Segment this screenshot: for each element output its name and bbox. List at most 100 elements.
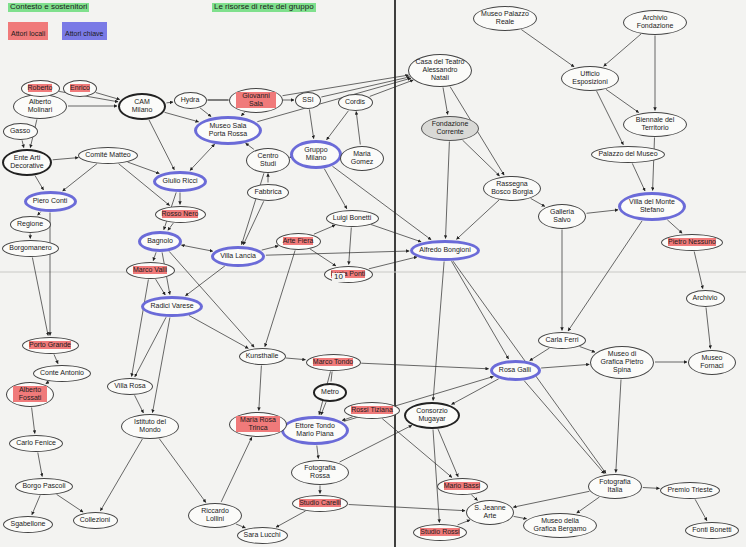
node-label: Premio Trieste [667,486,712,494]
node-label: Museo di Grafica Pietro Spina [597,350,647,373]
node-text-wrap: Borgomanero [9,244,51,252]
connector-arrow [135,317,166,377]
local-actor-node: Mario Bassi [437,478,488,495]
actor-node: Hydra [174,92,207,109]
connector-arrow [632,163,645,191]
actor-node: Museo di Grafica Pietro Spina [590,346,654,379]
actor-node: Fotografia Italia [588,474,642,499]
connector-arrow [309,109,313,138]
node-text-wrap: Alberto Molinari [20,98,60,113]
node-text-wrap: Centro Studi [253,152,283,167]
node-text-wrap: Galleria Salvo [545,208,579,223]
node-text-wrap: Museo Palazzo Reale [480,10,530,25]
connector-arrow [568,221,642,331]
actor-node: Kunsthalle [239,348,286,365]
node-label: Sara Lucchi [244,531,281,539]
node-text-wrap: Fotografia Italia [595,478,635,493]
actor-node: Galleria Salvo [538,204,586,229]
connector-arrow [577,497,600,513]
connector-arrow [438,429,458,477]
node-text-wrap: Rassegna Bosco Borgia [490,180,534,195]
connector-arrow [186,266,225,296]
node-text-wrap: Gruppo Milano [299,146,333,161]
node-label: Marco Tondo [313,358,353,366]
actor-node: Casa del Teatro Alessandro Natali [408,54,472,87]
node-text-wrap: Maria Rosa Trinca [236,416,280,431]
node-label: Carlo Fenice [16,439,56,447]
node-label: Borgomanero [9,244,51,252]
connector-arrow [457,200,500,239]
connector-arrow [149,120,174,170]
connector-arrow [314,225,335,234]
node-label: Museo Fornaci [695,354,729,369]
connector-arrow [606,89,639,112]
connector-arrow [331,372,332,382]
node-label: Archivio [693,294,718,302]
legend-item: Attori locali [8,22,48,40]
node-text-wrap: Bagnolo [147,237,173,245]
node-label: Museo Palazzo Reale [480,10,530,25]
node-text-wrap: Museo Fornaci [695,354,729,369]
legend-text: Attori chiave [65,30,104,37]
actor-node: Gasso [3,123,38,140]
connector-arrow [181,245,212,251]
node-text-wrap: Villa Rosa [114,382,145,390]
node-label: Gasso [10,127,30,135]
connector-arrow [310,249,336,266]
actor-node: Carla Ferri [538,332,586,349]
node-text-wrap: Pietro Nessuno [668,238,716,246]
node-label: Fotografia Italia [595,478,635,493]
connector-arrow [241,112,244,116]
node-text-wrap: Rosso Nero [162,210,199,218]
node-text-wrap: Conte Antonio [40,369,84,377]
key-actor-node: Alfredo Bongioni [410,240,480,261]
node-text-wrap: Palazzo del Museo [598,150,657,158]
connector-arrow [208,100,229,101]
node-label: Alberto Fossati [13,386,47,401]
node-text-wrap: Alberto Fossati [13,386,47,401]
connector-arrow [46,381,50,383]
connector-arrow [276,511,306,527]
node-label: Metro [321,388,339,396]
node-label: Alberto Molinari [20,98,60,113]
node-label: Collezioni [80,516,110,524]
node-label: Maria Rosa Trinca [236,416,280,431]
node-text-wrap: Carlo Fenice [16,439,56,447]
node-label: Museo della Grafica Bergamo [530,517,590,532]
node-label: Studio Rossi [420,528,459,536]
node-text-wrap: Metro [321,388,339,396]
legend-text: Attori locali [11,30,45,37]
connector-arrow [96,93,120,100]
connector-arrow [30,234,31,239]
actor-node: Museo Palazzo Reale [473,6,537,31]
actor-node: Museo della Grafica Bergamo [523,513,597,538]
node-label: Conte Antonio [40,369,84,377]
actor-node: Biennale del Territorio [623,112,687,137]
node-text-wrap: Archivio Fondazione [630,14,680,29]
node-label: Casa del Teatro Alessandro Natali [415,58,465,81]
node-label: Fonti Bonetti [692,526,731,534]
node-text-wrap: Enrico [70,84,90,92]
section-heading: Le risorse di rete del gruppo [212,3,316,12]
node-label: Giovanni Sala [236,92,276,107]
connector-arrow [265,250,295,346]
connector-arrow [371,225,421,242]
connector-arrow [514,516,527,518]
connector-arrow [340,425,412,462]
connector-arrow [667,220,682,233]
local-actor-node: Rossi Tiziana [344,402,400,419]
connector-arrow [521,30,574,67]
local-actor-node: Enrico [63,80,97,97]
node-label: Mario Bassi [444,482,481,490]
connector-arrow [50,213,51,336]
node-label: Gruppo Milano [299,146,333,161]
connector-arrow [189,316,248,349]
actor-node: Villa Rosa [107,378,153,395]
legend-item: Attori chiave [62,22,107,40]
local-actor-node: Studio Rossi [413,524,467,541]
node-text-wrap: Riccardo Lollini [195,507,235,522]
node-text-wrap: Museo di Grafica Pietro Spina [597,350,647,373]
actor-node: Borgo Pascoli [15,478,73,495]
